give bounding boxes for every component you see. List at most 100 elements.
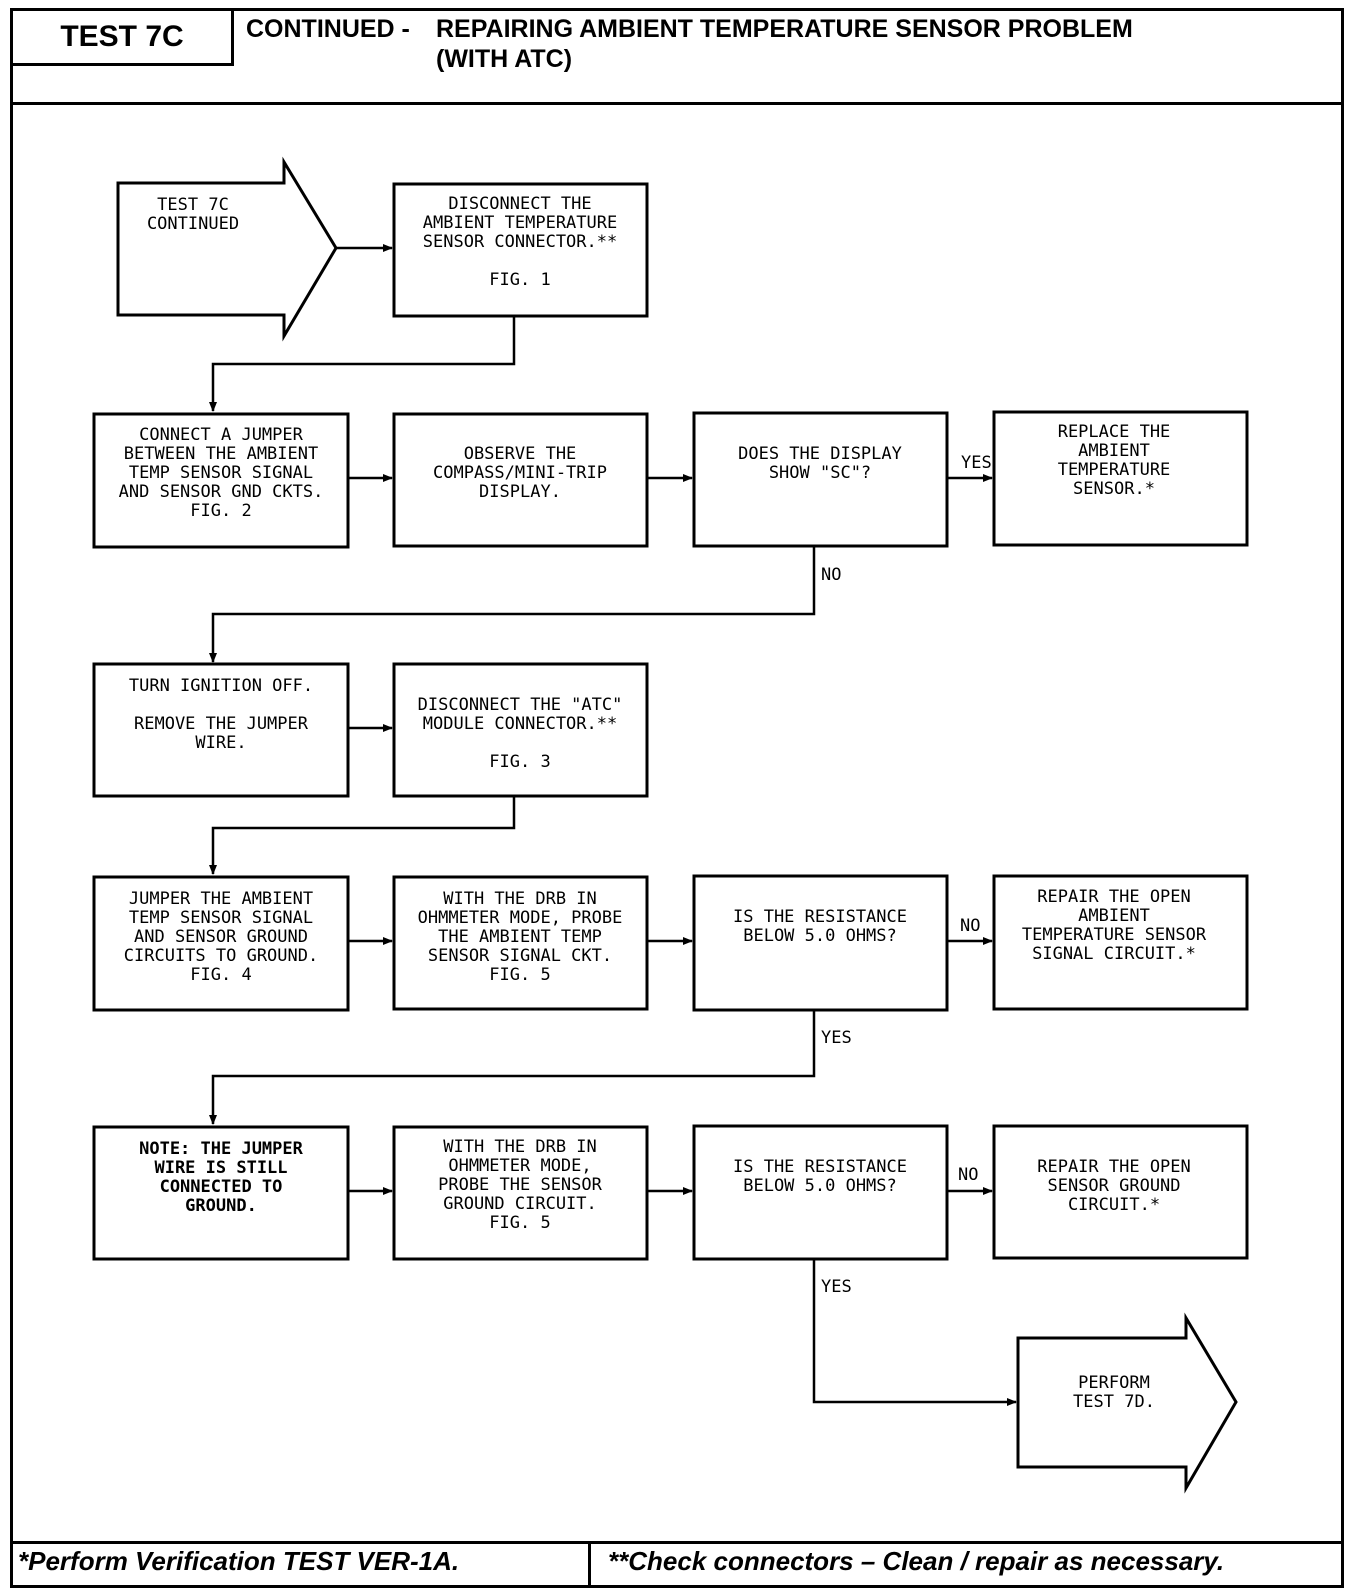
text-line: BELOW 5.0 OHMS?: [743, 926, 897, 946]
text-line: FIG. 2: [190, 501, 251, 521]
text-line: [515, 251, 525, 271]
text-line: SENSOR.*: [1073, 479, 1155, 499]
text-line: AMBIENT: [1078, 906, 1150, 926]
label-no-2: NO: [960, 916, 980, 936]
text-line: TEST 7D.: [1073, 1392, 1155, 1412]
text-line: AMBIENT: [1078, 441, 1150, 461]
footer-column-divider: [588, 1541, 591, 1588]
text-line: [515, 733, 525, 753]
connector-disconnect-to-jumper: [209, 316, 516, 412]
label-no-1: NO: [821, 565, 841, 585]
text-line: SENSOR GROUND: [1047, 1176, 1180, 1196]
text-line: CONNECTED TO: [160, 1177, 283, 1197]
text-line: DOES THE DISPLAY: [738, 444, 902, 464]
text-line: REPAIR THE OPEN: [1037, 887, 1191, 907]
connector-q2-yes: [812, 1259, 1017, 1406]
text-line: TEST 7C: [157, 195, 229, 215]
text-line: WITH THE DRB IN: [443, 889, 597, 909]
text-line: NOTE: THE JUMPER: [139, 1139, 304, 1159]
text-line: OHMMETER MODE, PROBE: [418, 908, 623, 928]
text-line: TEMPERATURE: [1058, 460, 1171, 480]
text-line: AMBIENT TEMPERATURE: [423, 213, 617, 233]
text-line: REPAIR THE OPEN: [1037, 1157, 1191, 1177]
text-line: CIRCUITS TO GROUND.: [124, 946, 318, 966]
text-line: GROUND.: [185, 1196, 257, 1216]
text-line: DISCONNECT THE "ATC": [418, 695, 623, 715]
text-line: SIGNAL CIRCUIT.*: [1032, 944, 1196, 964]
title-prefix: CONTINUED -: [246, 15, 410, 43]
box-disconnect-atc: DISCONNECT THE "ATC"MODULE CONNECTOR.** …: [392, 662, 649, 798]
text-line: PERFORM: [1078, 1373, 1150, 1393]
text-line: TEMP SENSOR SIGNAL: [129, 908, 313, 928]
text-line: FIG. 1: [489, 270, 550, 290]
text-line: PROBE THE SENSOR: [438, 1175, 603, 1195]
connectors: [209, 244, 1017, 1406]
text-line: OHMMETER MODE,: [448, 1156, 591, 1176]
text-line: [216, 695, 226, 715]
header-divider: [10, 102, 1344, 105]
connector-q1-yes: [209, 1010, 816, 1125]
text-line: REPLACE THE: [1058, 422, 1171, 442]
text-line: BELOW 5.0 OHMS?: [743, 1176, 897, 1196]
text-line: BETWEEN THE AMBIENT: [124, 444, 318, 464]
label-yes-3: YES: [821, 1277, 852, 1297]
text-line: IS THE RESISTANCE: [733, 1157, 907, 1177]
text-line: CIRCUIT.*: [1068, 1195, 1160, 1215]
footer-note-verification: *Perform Verification TEST VER-1A.: [18, 1546, 460, 1576]
label-no-3: NO: [958, 1165, 978, 1185]
test-tag: TEST 7C: [10, 8, 234, 66]
text-line: FIG. 5: [489, 965, 550, 985]
text-line: FIG. 5: [489, 1213, 550, 1233]
text-line: CONNECT A JUMPER: [139, 425, 304, 445]
text-line: TEMP SENSOR SIGNAL: [129, 463, 313, 483]
label-yes-1: YES: [961, 453, 992, 473]
text-line: OBSERVE THE: [464, 444, 577, 464]
footer-divider: [10, 1541, 1344, 1544]
text-line: TEMPERATURE SENSOR: [1022, 925, 1207, 945]
text-line: AND SENSOR GND CKTS.: [119, 482, 324, 502]
text-line: MODULE CONNECTOR.**: [423, 714, 617, 734]
text-line: WIRE IS STILL: [154, 1158, 287, 1178]
text-line: IS THE RESISTANCE: [733, 907, 907, 927]
text-line: SENSOR CONNECTOR.**: [423, 232, 617, 252]
page-title: CONTINUED - REPAIRING AMBIENT TEMPERATURE…: [246, 14, 1336, 74]
title-line-2: (WITH ATC): [436, 45, 573, 73]
text-line: DISCONNECT THE: [448, 194, 591, 214]
box-disconnect-atc-text: DISCONNECT THE "ATC"MODULE CONNECTOR.** …: [418, 695, 623, 772]
text-line: CONTINUED: [147, 214, 239, 234]
text-line: TURN IGNITION OFF.: [129, 676, 313, 696]
page-frame: [10, 8, 1344, 1588]
title-line-1: REPAIRING AMBIENT TEMPERATURE SENSOR PRO…: [436, 15, 1133, 43]
text-line: FIG. 3: [489, 752, 550, 772]
